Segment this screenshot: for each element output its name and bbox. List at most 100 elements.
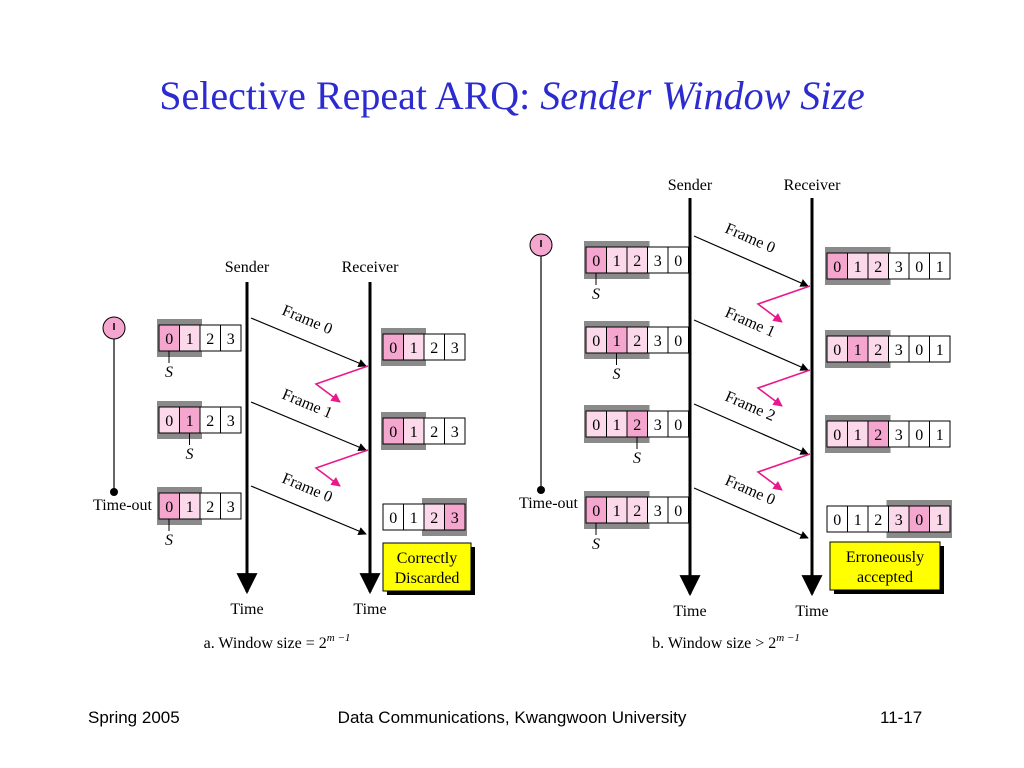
sequence-cell bbox=[929, 505, 951, 533]
lost-ack-arrow bbox=[756, 369, 811, 407]
sequence-number: 1 bbox=[854, 512, 862, 529]
sequence-cell bbox=[444, 503, 466, 531]
sender-label: Sender bbox=[225, 259, 270, 276]
frame-label: Frame 0 bbox=[722, 220, 777, 257]
sequence-number: 1 bbox=[613, 417, 621, 434]
footer-left: Spring 2005 bbox=[88, 708, 180, 727]
caption-exponent: m −1 bbox=[327, 632, 351, 644]
sequence-number: 1 bbox=[186, 499, 194, 516]
sender-pointer-label: S bbox=[592, 286, 600, 303]
sequence-number: 3 bbox=[895, 259, 903, 276]
sequence-number: 2 bbox=[206, 499, 214, 516]
frame-label: Frame 1 bbox=[722, 304, 777, 341]
sequence-cell bbox=[220, 492, 242, 520]
sequence-cell bbox=[667, 326, 689, 354]
sequence-number: 0 bbox=[833, 512, 841, 529]
sequence-number: 1 bbox=[613, 333, 621, 350]
lost-ack-arrow bbox=[314, 365, 369, 403]
sequence-number: 3 bbox=[895, 427, 903, 444]
sequence-number: 0 bbox=[915, 259, 923, 276]
sequence-number: 0 bbox=[915, 512, 923, 529]
timeout-label: Time-out bbox=[93, 497, 153, 514]
caption-exponent: m −1 bbox=[776, 632, 800, 644]
sequence-number: 1 bbox=[854, 427, 862, 444]
sequence-number: 3 bbox=[227, 331, 235, 348]
sequence-number: 3 bbox=[654, 253, 662, 270]
sequence-number: 0 bbox=[165, 413, 173, 430]
sequence-number: 0 bbox=[674, 253, 682, 270]
sender-pointer-label: S bbox=[165, 364, 173, 381]
sequence-number: 0 bbox=[833, 427, 841, 444]
sender-pointer-label: S bbox=[592, 536, 600, 553]
note-line-2: accepted bbox=[857, 569, 913, 586]
panel-caption: b. Window size > 2m −1 bbox=[652, 632, 800, 652]
sequence-number: 2 bbox=[633, 417, 641, 434]
sequence-number: 0 bbox=[389, 424, 397, 441]
sequence-number: 2 bbox=[633, 333, 641, 350]
sequence-number: 0 bbox=[592, 503, 600, 520]
sequence-number: 0 bbox=[833, 342, 841, 359]
frame-arrow bbox=[693, 403, 809, 455]
frame-arrow bbox=[250, 485, 367, 535]
note-box bbox=[829, 541, 941, 591]
sequence-number: 0 bbox=[833, 259, 841, 276]
note-line-1: Erroneously bbox=[846, 549, 924, 566]
note-line-1: Correctly bbox=[397, 550, 457, 567]
sequence-number: 1 bbox=[936, 512, 944, 529]
sequence-number: 2 bbox=[430, 424, 438, 441]
sequence-number: 3 bbox=[227, 413, 235, 430]
title-main: Selective Repeat ARQ: bbox=[159, 73, 531, 118]
frame-arrow bbox=[693, 235, 809, 287]
lost-ack-arrow bbox=[314, 449, 369, 487]
timeout-dot bbox=[537, 486, 545, 494]
sequence-number: 2 bbox=[430, 510, 438, 527]
sequence-cell bbox=[929, 420, 951, 448]
sequence-number: 1 bbox=[410, 340, 418, 357]
sequence-cell bbox=[444, 417, 466, 445]
sequence-number: 2 bbox=[874, 342, 882, 359]
sequence-number: 3 bbox=[895, 342, 903, 359]
sequence-number: 2 bbox=[633, 503, 641, 520]
sequence-number: 1 bbox=[936, 259, 944, 276]
sequence-number: 1 bbox=[936, 342, 944, 359]
sequence-number: 0 bbox=[165, 499, 173, 516]
sender-pointer-label: S bbox=[186, 446, 194, 463]
sequence-number: 0 bbox=[592, 333, 600, 350]
sequence-cell bbox=[444, 333, 466, 361]
sender-pointer-label: S bbox=[165, 532, 173, 549]
sequence-number: 0 bbox=[389, 510, 397, 527]
sequence-cell bbox=[220, 324, 242, 352]
sequence-number: 0 bbox=[389, 340, 397, 357]
sequence-number: 2 bbox=[874, 427, 882, 444]
sender-time-label: Time bbox=[230, 601, 263, 618]
sequence-number: 0 bbox=[674, 503, 682, 520]
sequence-number: 1 bbox=[854, 259, 862, 276]
sequence-cell bbox=[667, 410, 689, 438]
lost-ack-arrow bbox=[756, 453, 811, 491]
sender-pointer-label: S bbox=[633, 450, 641, 467]
frame-arrow bbox=[693, 319, 809, 371]
sequence-number: 0 bbox=[674, 417, 682, 434]
frame-arrow bbox=[250, 317, 367, 367]
sequence-number: 2 bbox=[206, 413, 214, 430]
note-line-2: Discarded bbox=[395, 570, 460, 587]
sequence-number: 3 bbox=[654, 503, 662, 520]
slide-title: Selective Repeat ARQ: Sender Window Size bbox=[0, 72, 1024, 119]
sequence-number: 2 bbox=[874, 512, 882, 529]
sequence-number: 0 bbox=[165, 331, 173, 348]
sequence-cell bbox=[220, 406, 242, 434]
sequence-number: 1 bbox=[936, 427, 944, 444]
sequence-cell bbox=[929, 252, 951, 280]
receiver-time-label: Time bbox=[795, 603, 828, 620]
frame-arrow bbox=[693, 487, 809, 539]
sequence-number: 3 bbox=[654, 417, 662, 434]
panel-caption: a. Window size = 2m −1 bbox=[204, 632, 351, 652]
